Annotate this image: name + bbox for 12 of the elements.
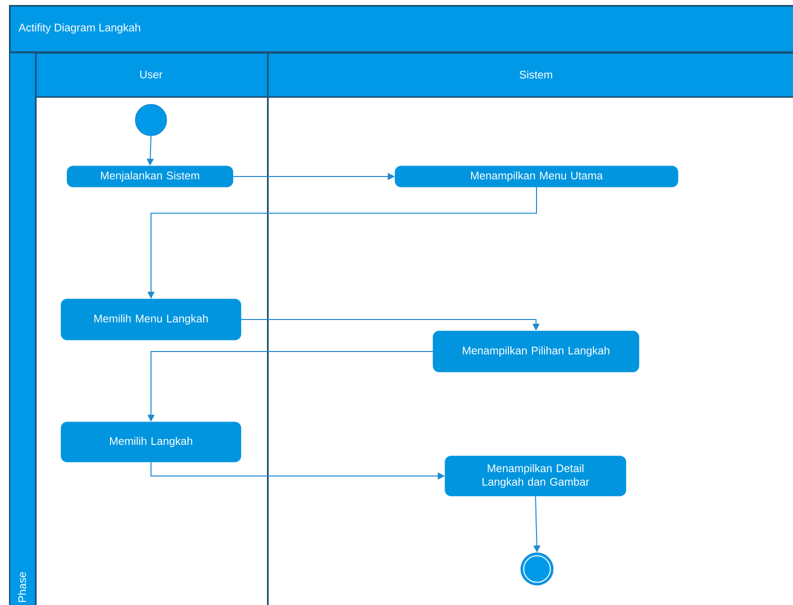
start-node xyxy=(135,104,167,136)
swimlane: Sistem Menampilkan Menu Utama Menampilkan Pilihan Langkah Menampilkan Detail Langkah dan Gambar xyxy=(267,52,793,605)
activity-box: Menjalankan Sistem xyxy=(66,166,234,188)
activity-box: Menampilkan Detail Langkah dan Gambar xyxy=(444,456,626,496)
pool: Actifity Diagram Langkah Phase User Menjalankan Sistem Memilih Menu Langkah Memilih Langkah Sistem Menampilkan Menu Utama Menampilkan Pilihan Langkah Menampilkan Detail Langkah dan Gambar xyxy=(9,5,793,605)
swimlane: User Menjalankan Sistem Memilih Menu Langkah Memilih Langkah xyxy=(35,52,269,605)
activity-box: Memilih Menu Langkah xyxy=(60,298,242,340)
activity-box: Memilih Langkah xyxy=(60,422,242,462)
activity-box: Menampilkan Pilihan Langkah xyxy=(432,330,640,372)
activity-box: Menampilkan Menu Utama xyxy=(394,166,678,188)
phase-band: Phase xyxy=(9,52,36,605)
end-node xyxy=(520,552,554,586)
